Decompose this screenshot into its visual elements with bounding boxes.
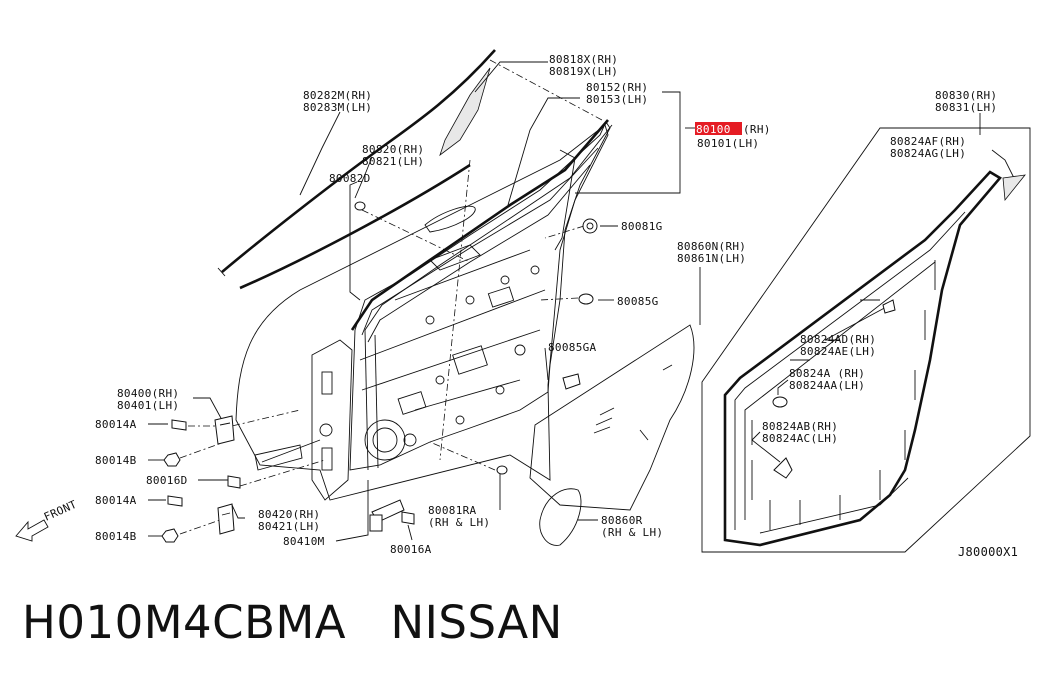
- label-80860N-rh: 80860N(RH): [677, 240, 746, 253]
- label-80830-lh: 80831(LH): [935, 101, 997, 114]
- door-check-link-80410M: [369, 499, 405, 532]
- label-80014B-lower: 80014B: [95, 530, 137, 543]
- door-weatherstrip-80830: [723, 170, 1002, 547]
- label-80100-suffix: (RH): [743, 123, 771, 136]
- door-inner-frame: [349, 121, 611, 471]
- label-80824AD-rh: 80824AD(RH): [800, 333, 876, 346]
- label-80818X-lh: 80819X(LH): [549, 65, 618, 78]
- diagram-code: J80000X1: [958, 545, 1018, 559]
- label-80082D: 80082D: [329, 172, 371, 185]
- label-80014A-upper: 80014A: [95, 418, 137, 431]
- label-80860R: 80860R: [601, 514, 643, 527]
- label-80085GA: 80085GA: [548, 341, 597, 354]
- label-80420-lh: 80421(LH): [258, 520, 320, 533]
- door-handle-recess: [424, 205, 476, 233]
- label-80400-lh: 80401(LH): [117, 399, 179, 412]
- label-80014B-upper: 80014B: [95, 454, 137, 467]
- label-80860R-side: (RH & LH): [601, 526, 663, 539]
- part-caption: H010M4CBMA NISSAN: [22, 596, 563, 649]
- label-80860N-lh: 80861N(LH): [677, 252, 746, 265]
- front-label: FRONT: [42, 498, 79, 524]
- door-hinge-upper-80400: [214, 415, 235, 445]
- label-80824AF-lh: 80824AG(LH): [890, 147, 966, 160]
- label-80152-lh: 80153(LH): [586, 93, 648, 106]
- label-80282M-rh: 80282M(RH): [303, 89, 372, 102]
- weatherstrip-clips: [772, 174, 1026, 479]
- belt-moulding-80818X: [439, 67, 491, 157]
- speaker-screen-80860R: [539, 488, 582, 546]
- door-outer-panel: [235, 124, 609, 501]
- label-80420-rh: 80420(RH): [258, 508, 320, 521]
- label-80830-rh: 80830(RH): [935, 89, 997, 102]
- fasteners: [161, 201, 598, 543]
- highlight-80100: [695, 122, 742, 135]
- door-hinge-lower-80420: [217, 503, 235, 535]
- label-80824AF-rh: 80824AF(RH): [890, 135, 966, 148]
- label-80818X-rh: 80818X(RH): [549, 53, 618, 66]
- label-80101-lh: 80101(LH): [697, 137, 759, 150]
- sealing-screen-80860N: [529, 324, 695, 511]
- label-80014A-lower: 80014A: [95, 494, 137, 507]
- outer-weatherstrip-80282M: [217, 49, 496, 277]
- weatherstrip-detail-box: [701, 127, 1031, 553]
- door-hinge-pillar: [311, 339, 353, 501]
- label-80824AD-lh: 80824AE(LH): [800, 345, 876, 358]
- label-80100-part: 80100: [696, 123, 731, 136]
- part-labels: 80818X(RH) 80819X(LH) 80282M(RH) 80283M(…: [95, 53, 1018, 559]
- label-80824A-lh: 80824AA(LH): [789, 379, 865, 392]
- label-80282M-lh: 80283M(LH): [303, 101, 372, 114]
- door-sash-80152: [350, 119, 613, 331]
- label-80016D: 80016D: [146, 474, 188, 487]
- label-80400-rh: 80400(RH): [117, 387, 179, 400]
- label-80081RA-side: (RH & LH): [428, 516, 490, 529]
- label-80824AB-rh: 80824AB(RH): [762, 420, 838, 433]
- label-80410M: 80410M: [283, 535, 325, 548]
- inner-weatherstrip-80820: [239, 163, 471, 290]
- label-80820-lh: 80821(LH): [362, 155, 424, 168]
- label-80824AB-lh: 80824AC(LH): [762, 432, 838, 445]
- front-arrow-icon: FRONT: [15, 498, 79, 542]
- label-80152-rh: 80152(RH): [586, 81, 648, 94]
- label-80824A-rh: 80824A (RH): [789, 367, 865, 380]
- label-80085G: 80085G: [617, 295, 659, 308]
- label-80820-rh: 80820(RH): [362, 143, 424, 156]
- label-80081RA: 80081RA: [428, 504, 477, 517]
- label-80081G: 80081G: [621, 220, 663, 233]
- label-80016A: 80016A: [390, 543, 432, 556]
